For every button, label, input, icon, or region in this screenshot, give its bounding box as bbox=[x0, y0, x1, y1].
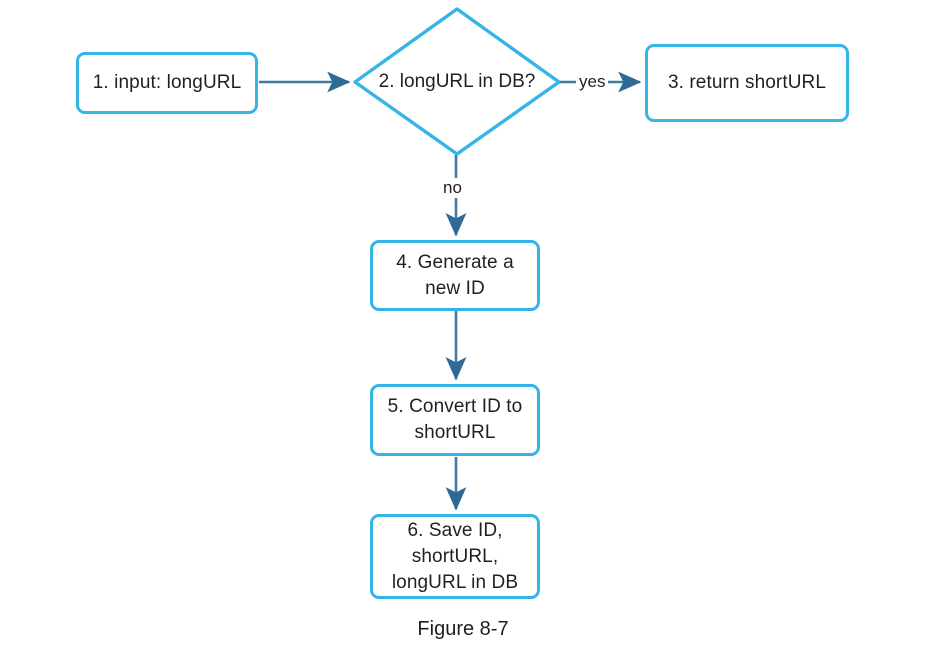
node-return-shorturl-label: 3. return shortURL bbox=[667, 72, 827, 93]
node-save-id-shorturl-longurl[interactable]: 6. Save ID, shortURL, longURL in DB bbox=[370, 514, 540, 599]
node-convert-id-to-shorturl[interactable]: 5. Convert ID to shortURL bbox=[370, 384, 540, 456]
node-input-longurl[interactable]: 1. input: longURL bbox=[76, 52, 258, 114]
node-convert-id-to-shorturl-label: 5. Convert ID to shortURL bbox=[387, 396, 523, 443]
edge-label-yes: yes bbox=[576, 72, 609, 92]
node-save-id-shorturl-longurl-label: 6. Save ID, shortURL, longURL in DB bbox=[391, 519, 519, 593]
node-decision-longurl-in-db[interactable]: 2. longURL in DB? bbox=[355, 9, 559, 155]
node-decision-longurl-in-db-label: 2. longURL in DB? bbox=[378, 71, 536, 92]
figure-caption: Figure 8-7 bbox=[417, 618, 509, 640]
node-return-shorturl[interactable]: 3. return shortURL bbox=[645, 44, 849, 122]
node-generate-new-id-label: 4. Generate a new ID bbox=[396, 251, 514, 299]
edge-label-no: no bbox=[440, 178, 465, 198]
node-input-longurl-label: 1. input: longURL bbox=[92, 72, 242, 93]
node-generate-new-id[interactable]: 4. Generate a new ID bbox=[370, 240, 540, 311]
decision-diamond-shape bbox=[353, 7, 561, 156]
